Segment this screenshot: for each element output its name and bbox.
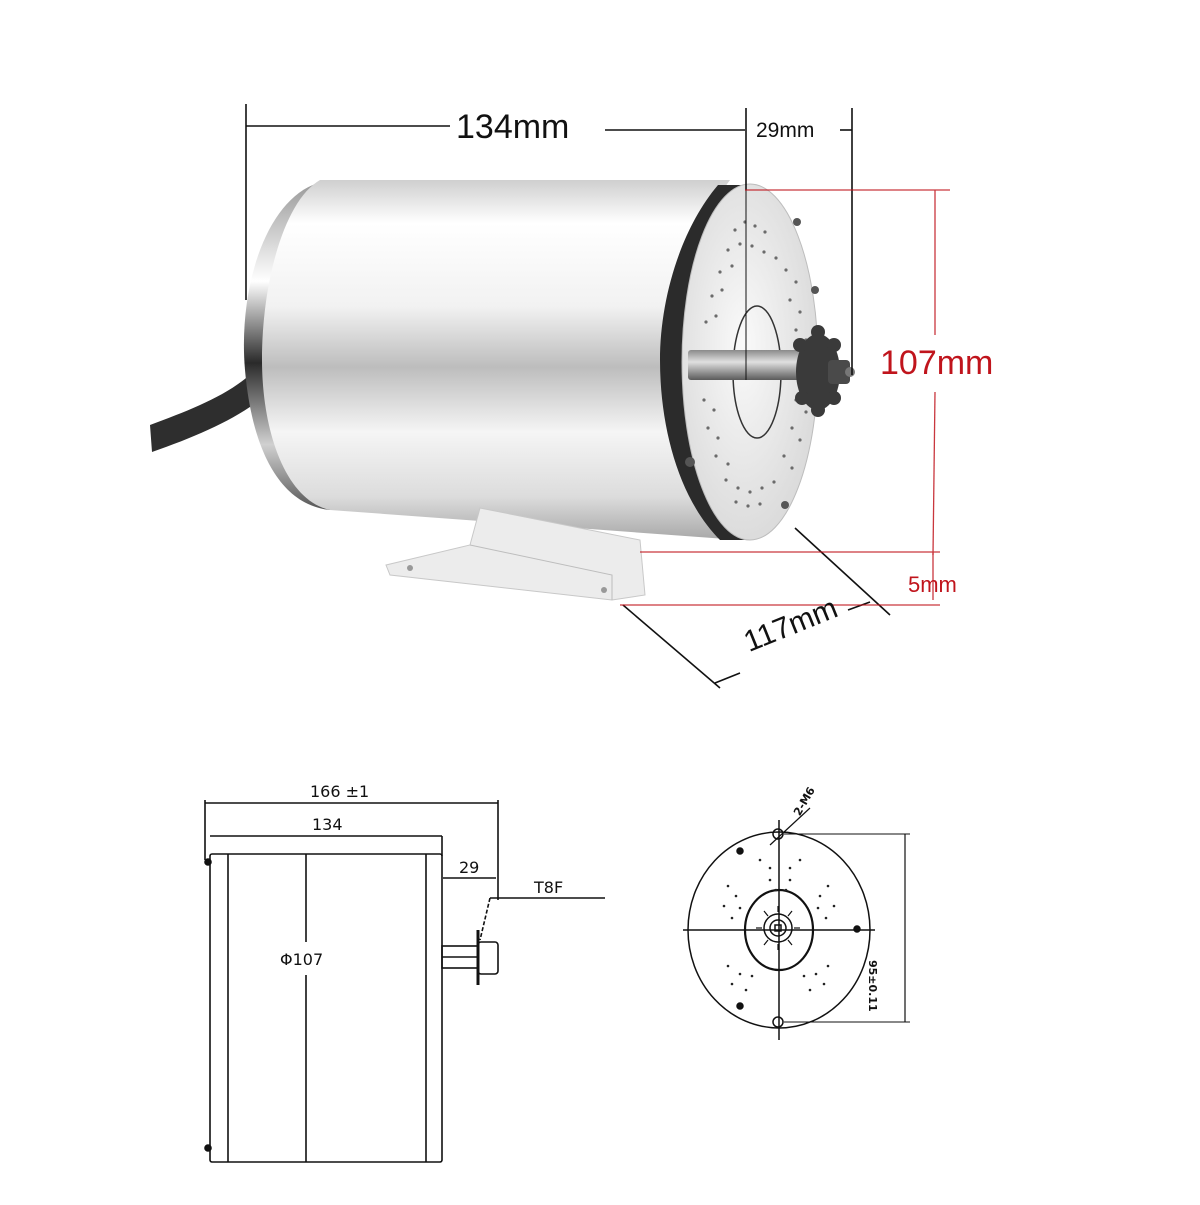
- motor-body: [262, 180, 740, 540]
- dim-diameter-label: 107mm: [880, 344, 994, 382]
- front-view-drawing: [683, 807, 910, 1040]
- dim-overall-length-label: 166 ±1: [310, 782, 370, 801]
- dimension-lines-black: [245, 104, 891, 689]
- dimension-lines-red: [620, 189, 950, 606]
- front-end-ring: [660, 185, 745, 540]
- dim-shaft-length-label: 29mm: [756, 119, 815, 142]
- dim-base-offset-label: 5mm: [908, 572, 957, 597]
- shaft-nut: [828, 360, 850, 384]
- dim-side-body-length-label: 134: [312, 815, 343, 834]
- sprocket-label: T8F: [534, 878, 564, 897]
- motor-photo: [150, 180, 855, 601]
- shaft: [688, 350, 808, 380]
- side-view-drawing: [204, 800, 605, 1163]
- sprocket: [793, 325, 845, 417]
- dim-body-length-label: 134mm: [456, 108, 570, 146]
- dim-side-shaft-length-label: 29: [459, 858, 480, 877]
- dim-side-diameter-label: Φ107: [280, 950, 324, 969]
- front-view-dots: [722, 858, 836, 992]
- power-cable: [150, 370, 262, 452]
- face-screws: [685, 218, 819, 509]
- mounting-bracket: [385, 507, 646, 601]
- dim-hole-spacing-label: 95±0.11: [866, 960, 879, 1012]
